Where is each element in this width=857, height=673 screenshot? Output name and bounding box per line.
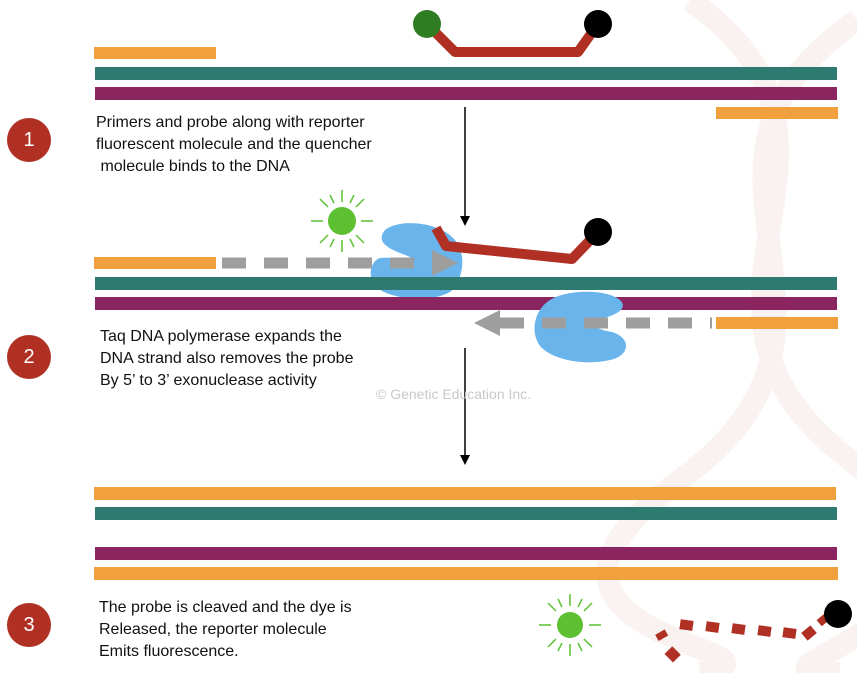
step-3-badge: 3 [7,603,51,647]
step-1-badge: 1 [7,118,51,162]
forward-primer [94,257,216,269]
step-1-description: Primers and probe along with reporter fl… [96,114,372,175]
dna-strand-bottom [95,87,837,100]
step-2-badge: 2 [7,335,51,379]
reporter-molecule [328,207,356,235]
dna-strand-top [95,507,837,520]
reporter-glow-icon [311,190,373,252]
step-2-description: Taq DNA polymerase expands the DNA stran… [100,328,354,389]
watermark: © Genetic Education Inc. [376,386,532,402]
dna-strand-top [95,67,837,80]
dna-strand-top [95,277,837,290]
step-3-description: The probe is cleaved and the dye is Rele… [99,599,352,660]
arrow-step1-to-step2 [460,107,470,226]
reverse-primer [716,317,838,329]
step-2-diagram [94,190,838,363]
extension-arrow-reverse [474,310,712,336]
probe [423,20,603,57]
cleaved-probe-fragments [655,613,831,663]
quencher-molecule [584,218,612,246]
reverse-primer [716,107,838,119]
taq-polymerase-reverse [534,291,627,363]
quencher-molecule [584,10,612,38]
reporter-glow-icon [539,594,601,656]
forward-primer [94,47,216,59]
arrow-step2-to-step3 [460,348,470,465]
displaced-probe [431,225,602,264]
step-1-diagram [94,10,838,119]
background-dna-helix-decoration [596,0,857,673]
new-strand-bottom [94,567,838,580]
new-strand-top [94,487,836,500]
dna-strand-bottom [95,297,837,310]
reporter-molecule [413,10,441,38]
quencher-molecule [824,600,852,628]
step-3-diagram [94,487,852,663]
dna-strand-bottom [95,547,837,560]
released-reporter-molecule [557,612,583,638]
extension-arrow-forward [222,250,458,276]
